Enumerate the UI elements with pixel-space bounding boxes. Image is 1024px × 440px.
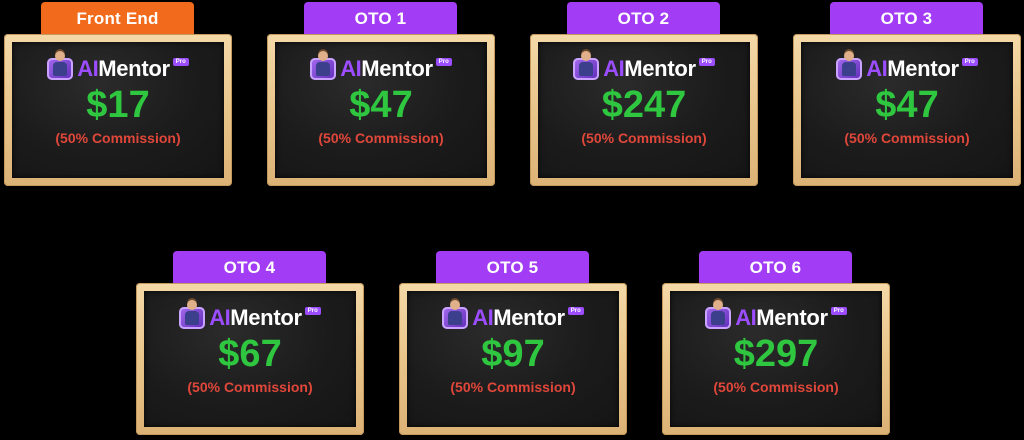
tier-tab: OTO 5 xyxy=(436,251,589,284)
chalkboard: AI Mentor Pro $247 (50% Commission) xyxy=(538,42,750,178)
brand-ai-text: AI xyxy=(340,56,362,81)
brand-logo: AI Mentor Pro xyxy=(442,300,584,333)
pro-badge: Pro xyxy=(435,58,452,66)
pro-badge: Pro xyxy=(172,58,189,66)
chalkboard: AI Mentor Pro $297 (50% Commission) xyxy=(670,291,882,427)
chalkboard: AI Mentor Pro $47 (50% Commission) xyxy=(275,42,487,178)
pricing-card-oto-2: OTO 2 AI Mentor Pro $247 (50% Commission… xyxy=(530,2,758,186)
commission-text: (50% Commission) xyxy=(844,130,970,146)
pro-badge: Pro xyxy=(567,307,584,315)
chalkboard: AI Mentor Pro $47 (50% Commission) xyxy=(801,42,1013,178)
tier-tab: Front End xyxy=(41,2,194,35)
brand-mentor-text: Mentor xyxy=(98,56,170,81)
commission-text: (50% Commission) xyxy=(450,379,576,395)
brand-mentor-text: Mentor xyxy=(624,56,696,81)
brand-ai-text: AI xyxy=(735,305,757,330)
pro-badge: Pro xyxy=(304,307,321,315)
brand-mentor-text: Mentor xyxy=(361,56,433,81)
chalkboard-frame: AI Mentor Pro $17 (50% Commission) xyxy=(4,34,232,186)
brand-mentor-text: Mentor xyxy=(230,305,302,330)
brand-ai-text: AI xyxy=(77,56,99,81)
brand-logo: AI Mentor Pro xyxy=(573,51,715,84)
pricing-card-oto-5: OTO 5 AI Mentor Pro $97 (50% Commission) xyxy=(399,251,627,435)
tier-tab: OTO 6 xyxy=(699,251,852,284)
price: $297 xyxy=(733,333,819,375)
mentor-avatar-icon xyxy=(47,51,74,80)
brand-mentor-text: Mentor xyxy=(493,305,565,330)
tier-tab: OTO 3 xyxy=(830,2,983,35)
chalkboard-frame: AI Mentor Pro $247 (50% Commission) xyxy=(530,34,758,186)
tier-tab: OTO 4 xyxy=(173,251,326,284)
brand-logo: AI Mentor Pro xyxy=(179,300,321,333)
mentor-avatar-icon xyxy=(179,300,206,329)
chalkboard: AI Mentor Pro $17 (50% Commission) xyxy=(12,42,224,178)
brand-ai-text: AI xyxy=(603,56,625,81)
brand-logo: AI Mentor Pro xyxy=(310,51,452,84)
chalkboard: AI Mentor Pro $97 (50% Commission) xyxy=(407,291,619,427)
tier-tab: OTO 1 xyxy=(304,2,457,35)
pricing-card-oto-6: OTO 6 AI Mentor Pro $297 (50% Commission… xyxy=(662,251,890,435)
pro-badge: Pro xyxy=(830,307,847,315)
brand-ai-text: AI xyxy=(472,305,494,330)
chalkboard: AI Mentor Pro $67 (50% Commission) xyxy=(144,291,356,427)
chalkboard-frame: AI Mentor Pro $47 (50% Commission) xyxy=(267,34,495,186)
mentor-avatar-icon xyxy=(442,300,469,329)
chalkboard-frame: AI Mentor Pro $47 (50% Commission) xyxy=(793,34,1021,186)
pricing-card-oto-4: OTO 4 AI Mentor Pro $67 (50% Commission) xyxy=(136,251,364,435)
pricing-card-front-end: Front End AI Mentor Pro $17 (50% Commiss… xyxy=(4,2,232,186)
tier-tab: OTO 2 xyxy=(567,2,720,35)
pro-badge: Pro xyxy=(961,58,978,66)
commission-text: (50% Commission) xyxy=(713,379,839,395)
mentor-avatar-icon xyxy=(836,51,863,80)
price: $17 xyxy=(86,84,150,126)
brand-mentor-text: Mentor xyxy=(756,305,828,330)
mentor-avatar-icon xyxy=(705,300,732,329)
commission-text: (50% Commission) xyxy=(318,130,444,146)
brand-logo: AI Mentor Pro xyxy=(836,51,978,84)
chalkboard-frame: AI Mentor Pro $297 (50% Commission) xyxy=(662,283,890,435)
brand-logo: AI Mentor Pro xyxy=(705,300,847,333)
commission-text: (50% Commission) xyxy=(187,379,313,395)
brand-mentor-text: Mentor xyxy=(887,56,959,81)
brand-ai-text: AI xyxy=(209,305,231,330)
mentor-avatar-icon xyxy=(310,51,337,80)
brand-ai-text: AI xyxy=(866,56,888,81)
pricing-card-oto-1: OTO 1 AI Mentor Pro $47 (50% Commission) xyxy=(267,2,495,186)
price: $247 xyxy=(601,84,687,126)
chalkboard-frame: AI Mentor Pro $67 (50% Commission) xyxy=(136,283,364,435)
price: $67 xyxy=(218,333,282,375)
pricing-card-oto-3: OTO 3 AI Mentor Pro $47 (50% Commission) xyxy=(793,2,1021,186)
commission-text: (50% Commission) xyxy=(55,130,181,146)
price: $47 xyxy=(875,84,939,126)
price: $97 xyxy=(481,333,545,375)
brand-logo: AI Mentor Pro xyxy=(47,51,189,84)
chalkboard-frame: AI Mentor Pro $97 (50% Commission) xyxy=(399,283,627,435)
mentor-avatar-icon xyxy=(573,51,600,80)
price: $47 xyxy=(349,84,413,126)
commission-text: (50% Commission) xyxy=(581,130,707,146)
pro-badge: Pro xyxy=(698,58,715,66)
